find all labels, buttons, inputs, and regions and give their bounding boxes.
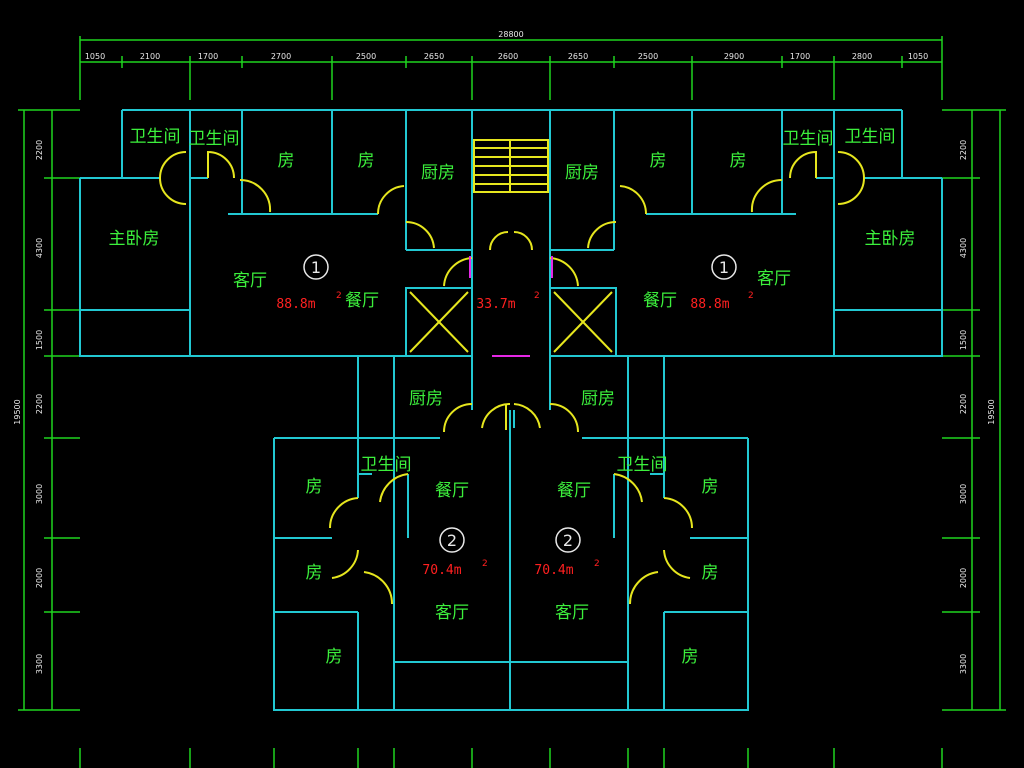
door-swings xyxy=(159,150,865,605)
top-dim-8: 2650 xyxy=(568,52,588,61)
right-total-dim: 19500 xyxy=(987,399,996,424)
room-label-bedroom: 房 xyxy=(702,477,719,497)
room-label-bedroom: 房 xyxy=(306,477,323,497)
room-label-bath: 卫生间 xyxy=(783,129,834,149)
left-dim-4: 2200 xyxy=(35,394,44,414)
room-label-kitchen: 厨房 xyxy=(409,389,443,409)
room-label-dining: 餐厅 xyxy=(345,291,379,311)
room-label-bedroom: 房 xyxy=(306,563,323,583)
room-label-kitchen: 厨房 xyxy=(581,389,615,409)
top-dim-13: 1050 xyxy=(908,52,928,61)
right-dim-1: 2200 xyxy=(959,140,968,160)
area-core: 33.7m xyxy=(476,297,515,312)
room-label-bath: 卫生间 xyxy=(845,127,896,147)
top-dim-10: 2900 xyxy=(724,52,744,61)
top-dim-2: 2100 xyxy=(140,52,160,61)
right-dim-7: 3300 xyxy=(959,654,968,674)
room-label-bath: 卫生间 xyxy=(189,129,240,149)
room-label-bath: 卫生间 xyxy=(361,455,412,475)
room-label-bedroom: 房 xyxy=(326,647,343,667)
walls xyxy=(79,109,943,711)
top-dim-5: 2500 xyxy=(356,52,376,61)
room-label-bedroom: 房 xyxy=(278,151,295,171)
room-label-bath: 卫生间 xyxy=(130,127,181,147)
entry-markers xyxy=(469,256,553,357)
right-dim-6: 2000 xyxy=(959,568,968,588)
left-dim-6: 2000 xyxy=(35,568,44,588)
elevator-left xyxy=(409,291,469,353)
top-dim-4: 2700 xyxy=(271,52,291,61)
right-dim-2: 4300 xyxy=(959,238,968,258)
room-label-kitchen: 厨房 xyxy=(565,163,599,183)
room-label-bedroom: 房 xyxy=(358,151,375,171)
top-dim-6: 2650 xyxy=(424,52,444,61)
stair xyxy=(473,139,549,193)
room-label-bath: 卫生间 xyxy=(617,455,668,475)
elevator-right xyxy=(553,291,613,353)
top-dim-3: 1700 xyxy=(198,52,218,61)
right-dim-3: 1500 xyxy=(959,330,968,350)
room-label-living: 客厅 xyxy=(435,603,469,623)
right-dim-5: 3000 xyxy=(959,484,968,504)
left-dimension-chain: 19500 2200 4300 1500 2200 3000 2000 3300 xyxy=(13,109,80,711)
left-total-dim: 19500 xyxy=(13,399,22,424)
room-label-kitchen: 厨房 xyxy=(421,163,455,183)
top-dim-7: 2600 xyxy=(498,52,518,61)
bottom-dimension-stubs xyxy=(79,748,943,768)
area-unit1-right: 88.8m xyxy=(690,297,729,312)
room-label-living: 客厅 xyxy=(233,271,267,291)
room-label-living: 客厅 xyxy=(757,269,791,289)
room-label-bedroom: 房 xyxy=(702,563,719,583)
left-dim-3: 1500 xyxy=(35,330,44,350)
top-dim-9: 2500 xyxy=(638,52,658,61)
area-unit2-right: 70.4m xyxy=(534,563,573,578)
room-label-bedroom: 房 xyxy=(650,151,667,171)
unit-number: 2 xyxy=(563,531,573,550)
unit-number: 1 xyxy=(311,258,321,277)
room-label-master: 主卧房 xyxy=(865,229,916,249)
room-label-dining: 餐厅 xyxy=(435,481,469,501)
room-labels: 卫生间 卫生间 房 房 厨房 厨房 房 房 卫生间 卫生间 主卧房 主卧房 客厅… xyxy=(109,127,916,667)
left-dim-2: 4300 xyxy=(35,238,44,258)
area-unit1-left: 88.8m xyxy=(276,297,315,312)
right-dimension-chain: 19500 2200 4300 1500 2200 3000 2000 3300 xyxy=(942,109,1006,711)
top-dim-1: 1050 xyxy=(85,52,105,61)
room-label-dining: 餐厅 xyxy=(557,481,591,501)
top-dim-11: 1700 xyxy=(790,52,810,61)
room-label-bedroom: 房 xyxy=(682,647,699,667)
room-label-dining: 餐厅 xyxy=(643,291,677,311)
area-superscript: 2 xyxy=(748,291,754,301)
area-unit2-left: 70.4m xyxy=(422,563,461,578)
right-dim-4: 2200 xyxy=(959,394,968,414)
area-superscript: 2 xyxy=(336,291,342,301)
unit-number: 1 xyxy=(719,258,729,277)
area-superscript: 2 xyxy=(534,291,540,301)
room-label-bedroom: 房 xyxy=(730,151,747,171)
unit-number: 2 xyxy=(447,531,457,550)
left-dim-1: 2200 xyxy=(35,140,44,160)
left-dim-5: 3000 xyxy=(35,484,44,504)
area-superscript: 2 xyxy=(482,559,488,569)
area-labels: 88.8m 2 33.7m 2 88.8m 2 70.4m 2 70.4m 2 xyxy=(276,291,753,578)
room-label-master: 主卧房 xyxy=(109,229,160,249)
area-superscript: 2 xyxy=(594,559,600,569)
top-total-dim: 28800 xyxy=(498,30,523,39)
room-label-living: 客厅 xyxy=(555,603,589,623)
top-dim-12: 2800 xyxy=(852,52,872,61)
left-dim-7: 3300 xyxy=(35,654,44,674)
top-dimension-chain: 28800 1050 2100 1700 2700 2500 2650 2600… xyxy=(79,30,943,100)
unit-markers: 1 1 2 2 xyxy=(303,254,737,553)
